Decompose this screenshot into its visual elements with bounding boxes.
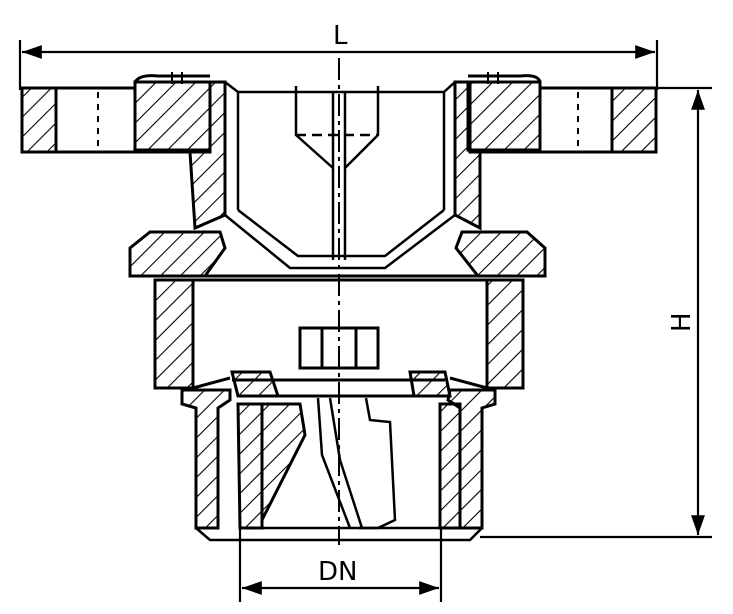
union-nut	[128, 230, 547, 278]
upper-body-walls	[188, 80, 482, 231]
dimension-length	[18, 40, 659, 90]
dimension-height-label: H	[667, 312, 697, 332]
seat-ring	[236, 402, 462, 530]
dimension-length-label: L	[333, 21, 348, 51]
dimension-height	[480, 86, 712, 539]
lower-body-walls	[153, 278, 525, 390]
top-flange-outline	[22, 72, 656, 154]
dimension-nominal-diameter	[238, 528, 443, 602]
lower-body-outline	[155, 278, 523, 390]
guide-funnel	[294, 86, 380, 260]
valve-disc	[230, 370, 452, 398]
dimension-nominal-diameter-label: DN	[318, 557, 357, 587]
seat-liner	[224, 81, 456, 270]
